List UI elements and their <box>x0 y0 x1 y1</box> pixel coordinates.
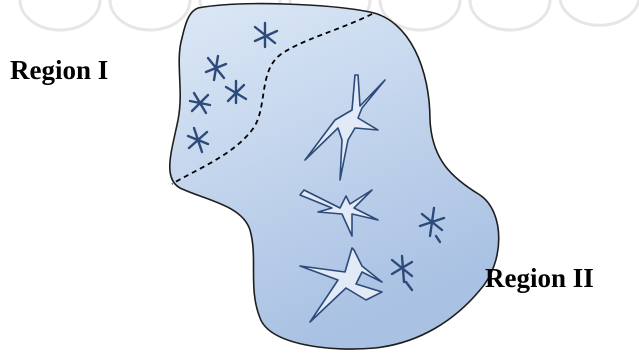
region-2-label: Region II <box>485 263 594 294</box>
region-1-label: Region I <box>10 55 108 86</box>
